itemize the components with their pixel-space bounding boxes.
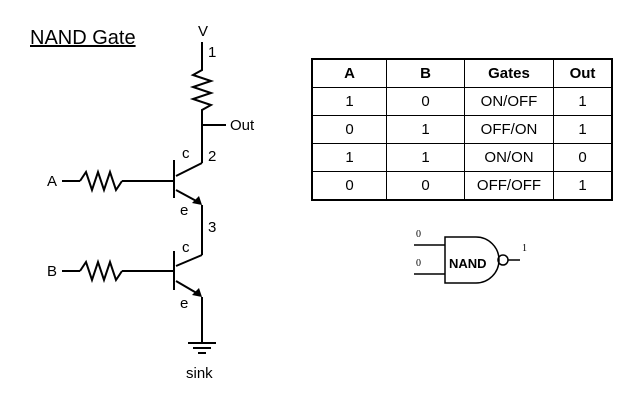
node-3-label: 3 — [208, 219, 217, 236]
cell-a: 0 — [311, 115, 387, 144]
header-a: A — [311, 58, 387, 88]
cell-gates: ON/ON — [464, 143, 554, 172]
cell-gates: OFF/OFF — [464, 171, 554, 201]
table-row: 1 0 ON/OFF 1 — [311, 87, 613, 116]
table-row: 0 0 OFF/OFF 1 — [311, 171, 613, 201]
t2-collector-label: c — [182, 239, 190, 256]
cell-b: 1 — [386, 115, 465, 144]
pullup-resistor — [189, 62, 215, 118]
cell-out: 1 — [553, 171, 613, 201]
gate-input-1-value: 0 — [416, 229, 421, 240]
cell-b: 1 — [386, 143, 465, 172]
t1-emitter-arrow — [192, 196, 202, 205]
truth-table: A B Gates Out 1 0 ON/OFF 1 0 1 OFF/ON 1 … — [311, 58, 613, 201]
t1-emitter-label: e — [180, 202, 189, 219]
cell-out: 1 — [553, 87, 613, 116]
gate-input-2-value: 0 — [416, 258, 421, 269]
table-row: 0 1 OFF/ON 1 — [311, 115, 613, 144]
supply-label: V — [198, 23, 209, 40]
cell-out: 0 — [553, 143, 613, 172]
input-b-label: B — [47, 263, 58, 280]
input-a-label: A — [47, 173, 58, 190]
cell-a: 1 — [311, 87, 387, 116]
table-row: 1 1 ON/ON 0 — [311, 143, 613, 172]
cell-gates: ON/OFF — [464, 87, 554, 116]
gate-label: NAND — [449, 256, 487, 271]
header-out: Out — [553, 58, 613, 88]
cell-out: 1 — [553, 115, 613, 144]
cell-a: 1 — [311, 143, 387, 172]
node-1-label: 1 — [208, 44, 217, 61]
t2-emitter-arrow — [192, 288, 202, 297]
cell-a: 0 — [311, 171, 387, 201]
t1-collector — [175, 162, 203, 177]
input-a-resistor — [79, 168, 123, 194]
cell-b: 0 — [386, 171, 465, 201]
gate-output-value: 1 — [522, 243, 527, 254]
header-b: B — [386, 58, 465, 88]
t2-emitter-label: e — [180, 295, 189, 312]
node-2-label: 2 — [208, 148, 217, 165]
output-label: Out — [230, 117, 255, 134]
sink-label: sink — [186, 365, 213, 382]
header-gates: Gates — [464, 58, 554, 88]
truth-table-header-row: A B Gates Out — [311, 58, 613, 88]
t1-collector-label: c — [182, 145, 190, 162]
t2-collector — [175, 254, 203, 267]
cell-gates: OFF/ON — [464, 115, 554, 144]
page-title: NAND Gate — [30, 27, 136, 49]
input-b-resistor — [79, 258, 123, 284]
cell-b: 0 — [386, 87, 465, 116]
